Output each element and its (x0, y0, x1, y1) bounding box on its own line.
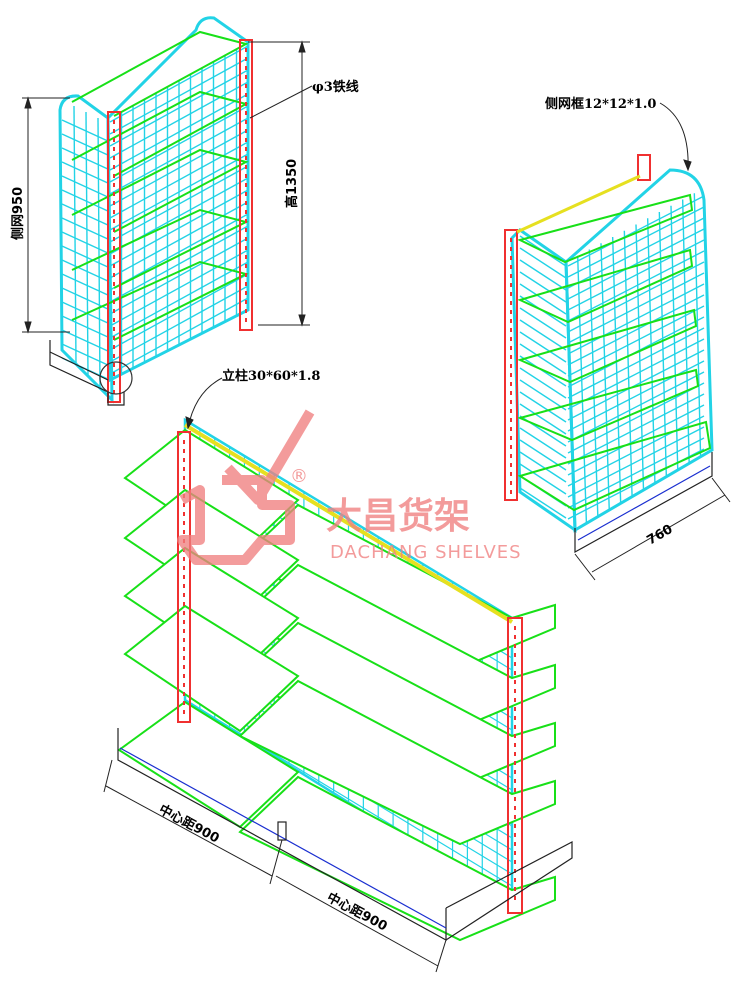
right-shelves (516, 193, 712, 512)
side-mesh-height-label: 侧网950 (10, 187, 26, 240)
center-distance-dimension (103, 759, 447, 973)
side-frame-leader (659, 102, 692, 172)
left-uprights (107, 39, 253, 403)
brand-name-en: DACHANG SHELVES (330, 542, 522, 563)
upright-label: 立柱30*60*1.8 (222, 368, 320, 384)
double-shelves (117, 428, 556, 942)
wire-leader (249, 85, 313, 119)
left-side-mesh (58, 94, 114, 404)
left-shelves (71, 30, 249, 341)
right-side-view: 760 侧网框12*12*1.0 (504, 96, 731, 581)
upright-leader (185, 377, 223, 430)
top-rail (183, 423, 514, 624)
right-side-mesh (510, 168, 714, 533)
registered-mark: ® (290, 466, 309, 487)
double-bay-view: 中心距900 中心距900 立柱30*60*1.8 (103, 368, 573, 973)
side-frame-label: 侧网框12*12*1.0 (545, 96, 656, 112)
double-uprights (177, 431, 523, 914)
watermark: ® 大昌货架 DACHANG SHELVES (177, 409, 522, 565)
right-base (574, 452, 713, 554)
total-height-label: 高1350 (284, 159, 300, 208)
brand-logo-icon (177, 409, 315, 565)
depth-dimension (574, 477, 731, 581)
left-back-mesh (106, 16, 250, 383)
total-height-dimension (248, 40, 310, 327)
double-base (117, 728, 573, 942)
brand-name-cn: 大昌货架 (326, 496, 470, 537)
left-side-view: 侧网950 高1350 φ3铁线 (10, 16, 359, 406)
right-uprights (504, 154, 651, 501)
side-mesh-dimension (22, 96, 70, 334)
left-base (49, 340, 133, 406)
wire-label: φ3铁线 (312, 79, 359, 95)
